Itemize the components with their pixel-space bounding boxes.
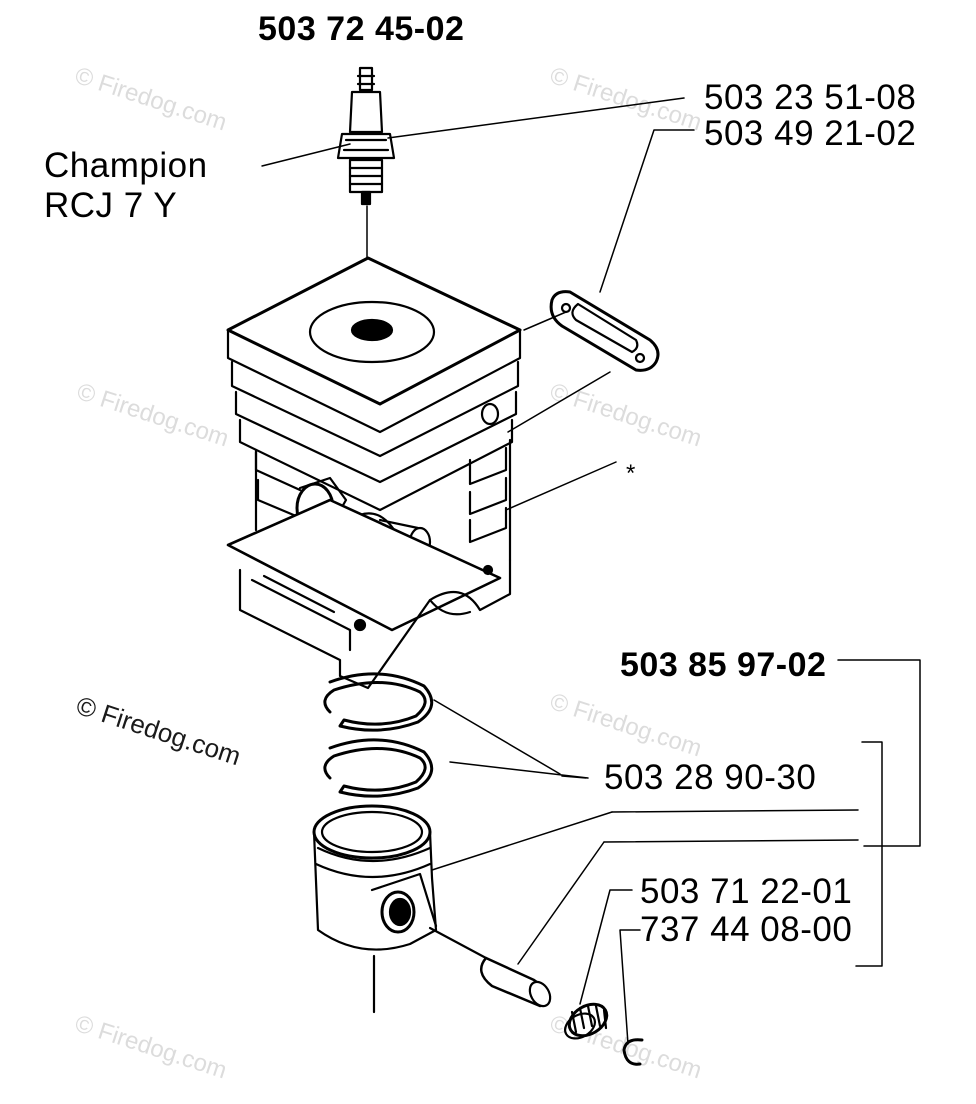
piston-pin bbox=[428, 926, 552, 1008]
spark-plug-part-number: 503 72 45-02 bbox=[258, 10, 465, 48]
part-number-b: 503 49 21-02 bbox=[704, 114, 917, 153]
piston-rings-part-number: 503 28 90-30 bbox=[604, 758, 817, 797]
exhaust-gasket bbox=[549, 290, 660, 372]
leader-lines bbox=[261, 97, 921, 1045]
needle-bearing bbox=[563, 1002, 609, 1040]
part-number-a: 503 23 51-08 bbox=[704, 78, 917, 117]
piston bbox=[312, 804, 438, 1014]
cylinder bbox=[226, 256, 522, 690]
circlip bbox=[622, 1038, 644, 1066]
piston-ring-upper bbox=[323, 672, 434, 732]
spark-plug-brand: Champion bbox=[44, 146, 208, 185]
spark-plug bbox=[336, 66, 396, 206]
cylinder-note-asterisk: * bbox=[626, 460, 636, 487]
circlip-part-number: 737 44 08-00 bbox=[640, 910, 853, 949]
piston-ring-lower bbox=[323, 738, 434, 798]
kit-part-number: 503 85 97-02 bbox=[620, 646, 827, 684]
needle-bearing-part-number: 503 71 22-01 bbox=[640, 872, 853, 911]
spark-plug-model: RCJ 7 Y bbox=[44, 186, 178, 225]
